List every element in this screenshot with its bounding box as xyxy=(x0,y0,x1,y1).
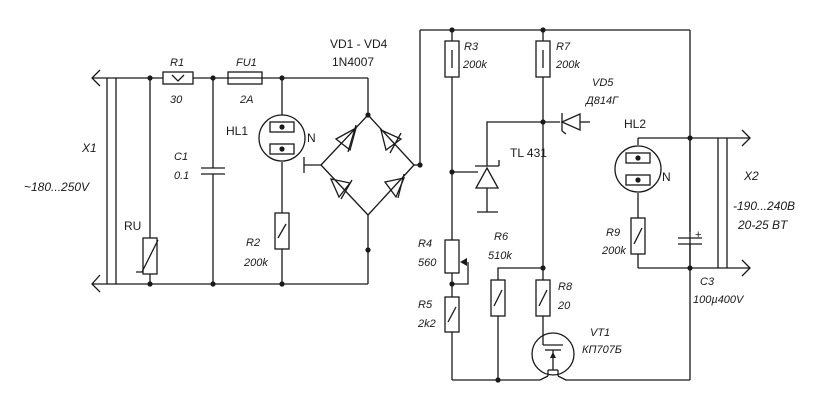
label-r4: R4 xyxy=(418,238,432,250)
label-vd5: VD5 xyxy=(592,77,614,89)
resistor-r1 xyxy=(162,71,194,85)
shunt-regulator-tl431 xyxy=(474,158,500,189)
label-r6: R6 xyxy=(494,231,509,243)
fuse-fu1 xyxy=(227,71,263,85)
label-fu1: FU1 xyxy=(236,57,257,69)
zener-diode-vd5 xyxy=(560,112,581,135)
resistor-r4 xyxy=(444,239,467,274)
label-hl2-n: N xyxy=(662,170,671,184)
transistor-vt1 xyxy=(531,332,575,376)
neon-lamp-hl1 xyxy=(258,114,306,162)
resistor-r2 xyxy=(274,212,290,250)
label-r2-value: 200k xyxy=(243,257,268,269)
label-vd1-vd4-type: 1N4007 xyxy=(332,55,374,69)
label-vd5-type: Д814Г xyxy=(584,95,619,107)
label-vt1: VT1 xyxy=(590,327,610,339)
label-hl1-n: N xyxy=(307,131,316,145)
label-r9-value: 200k xyxy=(601,245,626,257)
label-vd1-vd4: VD1 - VD4 xyxy=(330,37,388,51)
label-fu1-value: 2A xyxy=(239,94,253,106)
label-tl431: TL 431 xyxy=(510,146,547,160)
label-r4-value: 560 xyxy=(418,257,437,269)
label-r1-value: 30 xyxy=(170,94,183,106)
label-r3-value: 200k xyxy=(462,59,487,71)
label-r8-value: 20 xyxy=(557,300,571,312)
capacitor-c1 xyxy=(201,167,225,175)
label-c3-value: 100µ400V xyxy=(693,294,745,306)
label-r9: R9 xyxy=(606,227,620,239)
labels: X1 ~180...250V R1 30 FU1 2A VD1 - VD4 1N… xyxy=(24,37,795,356)
label-r3: R3 xyxy=(464,41,479,53)
label-hl2: HL2 xyxy=(624,117,646,131)
label-x2-voltage: -190...240B xyxy=(733,199,795,213)
label-x2: X2 xyxy=(743,169,759,183)
label-vt1-type: КП707Б xyxy=(582,344,622,356)
resistor-r6 xyxy=(490,279,506,317)
label-c1: C1 xyxy=(174,151,188,163)
neon-lamp-hl2 xyxy=(614,145,662,193)
label-ru: RU xyxy=(124,219,141,233)
capacitor-c3 xyxy=(678,237,702,268)
label-r8: R8 xyxy=(558,281,573,293)
resistor-r8 xyxy=(535,279,551,317)
label-c1-value: 0.1 xyxy=(174,170,189,182)
resistor-r9 xyxy=(630,217,646,255)
resistor-r3 xyxy=(444,40,460,78)
label-r5: R5 xyxy=(418,299,433,311)
resistor-r7 xyxy=(535,40,551,78)
varistor-ru xyxy=(136,237,159,275)
label-c3-plus: + xyxy=(695,229,701,241)
label-r7: R7 xyxy=(556,41,571,53)
wires xyxy=(91,29,751,381)
label-r6-value: 510k xyxy=(488,250,512,262)
label-c3: C3 xyxy=(700,276,715,288)
label-x1: X1 xyxy=(81,141,97,155)
diode-bridge-vd1-vd4 xyxy=(303,114,415,250)
label-r5-value: 2k2 xyxy=(417,318,436,330)
label-r7-value: 200k xyxy=(555,59,580,71)
label-r2: R2 xyxy=(246,237,260,249)
label-x2-power: 20-25 BT xyxy=(737,218,789,232)
label-hl1: HL1 xyxy=(226,124,248,138)
label-x1-voltage: ~180...250V xyxy=(24,180,90,194)
label-r1: R1 xyxy=(170,57,184,69)
resistor-r5 xyxy=(444,296,460,333)
